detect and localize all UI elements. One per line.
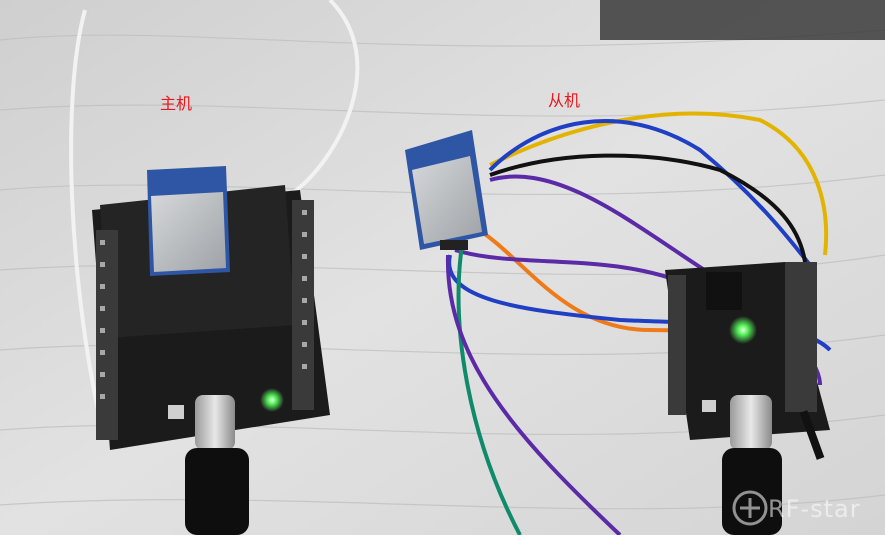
- master-label: 主机: [160, 94, 193, 113]
- rf-star-logo-icon: [732, 490, 768, 526]
- master-module-shield: [151, 192, 226, 272]
- slave-usb-connector: [730, 395, 772, 450]
- master-usb-cable: [185, 448, 249, 535]
- white-wire: [69, 0, 360, 441]
- master-usb-connector: [195, 395, 235, 450]
- slave-led: [729, 316, 757, 344]
- slave-ble-module: [405, 130, 488, 250]
- master-board: [69, 0, 360, 535]
- watermark-text: RF-star: [768, 495, 861, 523]
- green-wire: [456, 244, 522, 535]
- slave-label: 从机: [548, 91, 581, 110]
- master-led: [260, 388, 284, 412]
